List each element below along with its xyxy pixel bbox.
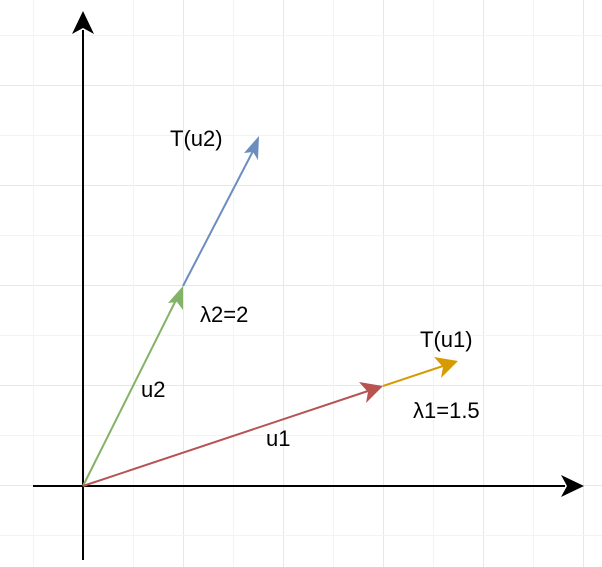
u2-arrowhead [168, 286, 183, 310]
t-u1-label: T(u1) [420, 327, 473, 352]
t-u2-vector [182, 136, 259, 287]
u1-label: u1 [266, 426, 290, 451]
u1-vector [82, 382, 383, 487]
lambda1-label: λ1=1.5 [413, 398, 480, 423]
x-axis [33, 475, 584, 497]
u1-arrowhead [359, 382, 383, 403]
y-axis [72, 11, 94, 560]
u2-label: u2 [141, 377, 165, 402]
t-u2-arrowhead [244, 136, 259, 160]
t-u1-vector [382, 357, 458, 387]
x-axis-arrowhead [561, 475, 584, 497]
u2-vector [82, 286, 183, 487]
lambda2-label: λ2=2 [200, 302, 248, 327]
t-u1-arrowhead [434, 357, 458, 378]
y-axis-arrowhead [72, 11, 94, 34]
t-u2-label: T(u2) [170, 126, 223, 151]
